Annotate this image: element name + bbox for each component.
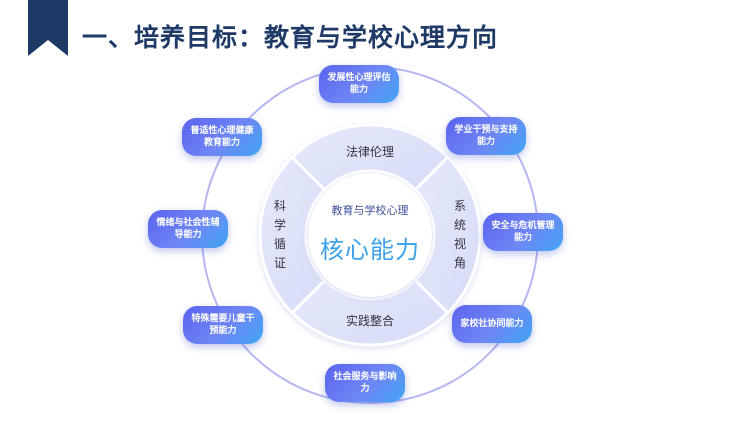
node-special-needs: 特殊需要儿童干预能力 bbox=[183, 306, 263, 344]
node-developmental-assessment: 发展性心理评估能力 bbox=[319, 65, 399, 103]
bookmark-icon bbox=[28, 0, 68, 56]
segment-label-left: 科学循证 bbox=[273, 199, 286, 270]
page-title: 一、培养目标：教育与学校心理方向 bbox=[82, 23, 499, 52]
node-social-service: 社会服务与影响力 bbox=[325, 364, 405, 402]
center-subtitle: 教育与学校心理 bbox=[331, 204, 409, 217]
center-circle bbox=[308, 173, 432, 297]
ring-segments bbox=[258, 123, 482, 347]
center-title: 核心能力 bbox=[320, 236, 420, 264]
node-mental-health-education: 普适性心理健康教育能力 bbox=[182, 118, 262, 156]
node-academic-intervention: 学业干预与支持能力 bbox=[446, 117, 526, 155]
segment-label-bottom: 实践整合 bbox=[345, 314, 394, 328]
node-emotional-social: 情绪与社会性辅导能力 bbox=[148, 210, 228, 248]
segment-left bbox=[258, 155, 327, 315]
segment-label-right: 系统视角 bbox=[453, 199, 466, 270]
segment-label-top: 法律伦理 bbox=[345, 145, 394, 159]
node-crisis-management: 安全与危机管理能力 bbox=[483, 213, 563, 251]
node-home-school-community: 家校社协同能力 bbox=[452, 305, 532, 343]
